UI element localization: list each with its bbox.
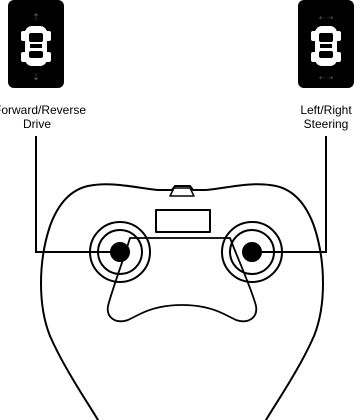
controller-body xyxy=(41,184,323,420)
left-joystick-cap xyxy=(111,243,129,261)
right-joystick-cap xyxy=(243,243,261,261)
center-top-button xyxy=(170,188,194,196)
center-panel xyxy=(156,210,210,232)
